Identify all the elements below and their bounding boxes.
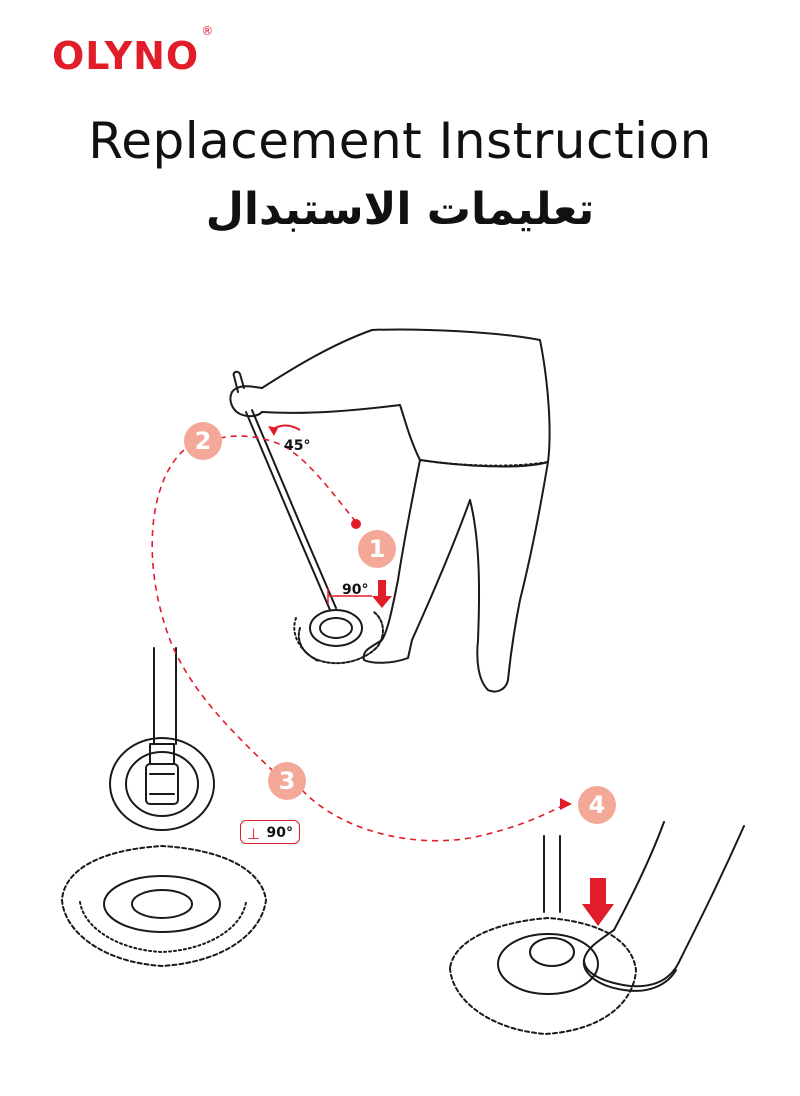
press-angle-label: 90° (342, 582, 369, 598)
holder-clip-detail (149, 743, 175, 795)
mop4-head (497, 933, 599, 995)
step-badge-3: 3 (268, 762, 306, 800)
mop-pad-fringe-inner (79, 901, 247, 953)
holder-ring-outer (109, 737, 215, 831)
path-3-to-4 (301, 789, 567, 842)
path-end-arrow (560, 798, 572, 810)
brand-logo: OLYNO® (52, 24, 214, 78)
person-torso (261, 328, 551, 468)
holder-pole (153, 647, 177, 745)
person-waistband (419, 459, 549, 467)
holder-clip (145, 763, 179, 805)
holder-ring-inner (125, 751, 199, 817)
title-arabic: تعليمات الاستبدال (205, 184, 595, 235)
perpendicular-icon: ⊥ (247, 825, 261, 843)
mop4-pole (543, 835, 561, 913)
mop-pad-ring (103, 875, 221, 933)
person-arm (261, 329, 373, 389)
person-hand (229, 370, 263, 418)
tilt-arrowhead (268, 426, 278, 436)
tilt-angle-label: 45° (284, 438, 311, 454)
brand-name: OLYNO (52, 34, 200, 78)
person-leg-front (362, 459, 471, 664)
press-arrow-4 (582, 878, 614, 926)
path-start-dot (351, 519, 361, 529)
foot4-leg (583, 821, 745, 988)
path-2-to-3 (151, 449, 273, 771)
foot4-shoe (582, 959, 677, 992)
mount-angle-box: ⊥ 90° (240, 820, 300, 844)
mount-angle-label: 90° (266, 825, 293, 841)
step-badge-2: 2 (184, 422, 222, 460)
press-arrow-1 (372, 580, 392, 608)
press-angle-line (327, 588, 372, 604)
mop4-head-inner (529, 937, 575, 967)
title-english: Replacement Instruction (88, 112, 712, 170)
mop-head-base (309, 609, 363, 647)
step-badge-4: 4 (578, 786, 616, 824)
mop-head-disc (319, 617, 353, 639)
mop4-fringe (449, 917, 637, 1035)
step-path (151, 435, 567, 842)
mop-pad-center (131, 889, 193, 919)
registered-mark: ® (201, 24, 215, 39)
mop-pad-fringe (61, 845, 267, 967)
person-leg-back (469, 461, 549, 693)
mop-handle (245, 409, 337, 611)
mop-fringe-1b (293, 617, 321, 663)
step-badge-1: 1 (358, 530, 396, 568)
